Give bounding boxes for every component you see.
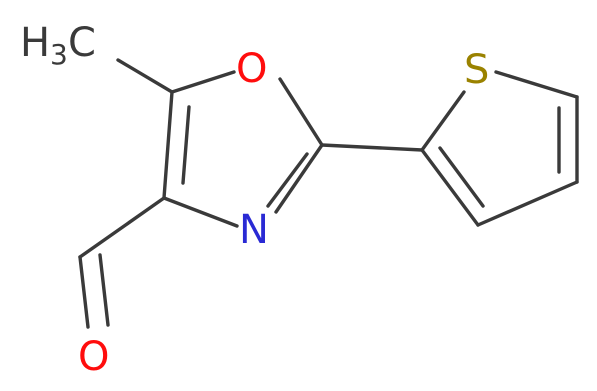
bond-s-t5 <box>494 70 579 99</box>
methyl-label: H 3 C <box>20 20 96 71</box>
bond-c2-n3 <box>274 143 324 214</box>
aldehyde-oxygen-label: O <box>78 334 109 380</box>
bond-c4-c5-inner <box>181 105 191 185</box>
bond-t2-s <box>420 90 466 152</box>
bond-methyl-c5 <box>116 58 174 94</box>
methyl-subscript: 3 <box>50 38 68 71</box>
bond-cho-o <box>78 255 90 329</box>
bond-n3-c4 <box>162 196 239 228</box>
bond-c4-cho <box>78 196 166 259</box>
ring-nitrogen-label: N <box>239 207 269 253</box>
methyl-c: C <box>68 20 96 66</box>
sulfur-label: S <box>464 47 489 93</box>
bond-t4-t3 <box>476 180 579 227</box>
ring-oxygen-label: O <box>236 46 267 92</box>
bond-c2-n3-inner <box>266 152 309 208</box>
bond-c4-c5 <box>162 90 174 200</box>
methyl-h: H <box>20 20 50 66</box>
bond-t3-t2 <box>420 148 480 227</box>
bond-o1-c2 <box>278 77 324 147</box>
bond-c2-thiophene <box>320 143 424 152</box>
bond-cho-o-inner <box>98 253 110 327</box>
bond-t3-t2-inner <box>438 146 485 208</box>
bond-c5-o1 <box>170 70 236 94</box>
